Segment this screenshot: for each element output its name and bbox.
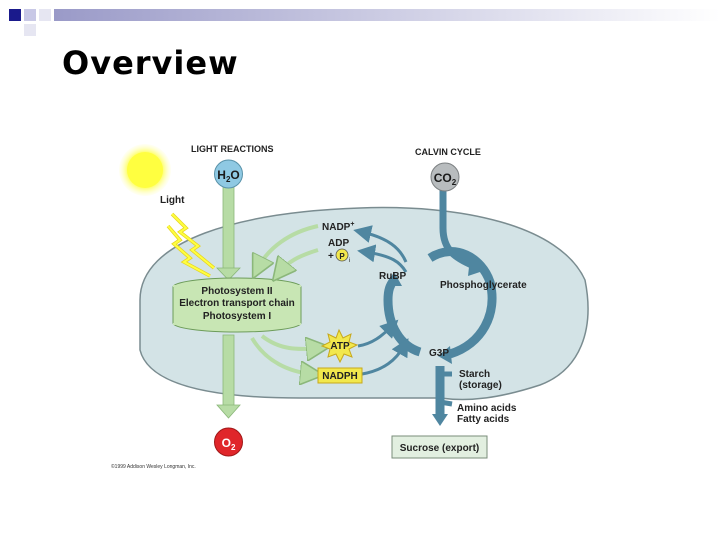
- nadp-label: NADP+: [322, 221, 354, 233]
- fatty-acids-label: Fatty acids: [457, 414, 510, 425]
- sucrose-label: Sucrose (export): [400, 443, 479, 454]
- phosphoglycerate-label: Phosphoglycerate: [440, 280, 527, 291]
- oxygen-molecule-icon: [214, 427, 243, 457]
- svg-text:H2O: H2O: [217, 168, 239, 184]
- rubp-label: RuBP: [379, 271, 407, 282]
- thylakoid-stack: [172, 277, 302, 333]
- g3p-to-adp-arrow: [357, 244, 408, 273]
- electron-transport-chain-label: Electron transport chain: [179, 298, 295, 309]
- water-molecule-icon: [214, 159, 243, 189]
- starch-label: Starch: [459, 369, 490, 380]
- co2-molecule-icon: [430, 162, 460, 192]
- nadph-box: [317, 367, 363, 384]
- amino-acids-label: Amino acids: [457, 403, 517, 414]
- page-title: Overview: [62, 44, 239, 82]
- g3p-label: G3P: [429, 348, 449, 359]
- light-reactions-heading: LIGHT REACTIONS: [191, 144, 274, 154]
- svg-text:P: P: [339, 252, 345, 261]
- nadph-to-cycle-arrow: [361, 338, 409, 376]
- corner-square-4: [24, 24, 36, 36]
- rubp-to-nadp-arrow: [353, 225, 408, 263]
- oxygen-flow-arrow: [222, 334, 235, 408]
- sucrose-box: [391, 435, 488, 459]
- copyright-notice: ©1999 Addison Wesley Longman, Inc.: [111, 463, 196, 470]
- photosystem-ii-label: Photosystem II: [201, 286, 272, 297]
- corner-square-1: [9, 9, 21, 21]
- corner-square-2: [24, 9, 36, 21]
- phosphate-icon: [335, 248, 349, 262]
- header-bar: [54, 9, 720, 21]
- nadph-output-arrow: [250, 336, 312, 374]
- adp-return-arrow: [280, 248, 319, 272]
- atp-label: ATP: [330, 341, 350, 352]
- calvin-cycle-heading: CALVIN CYCLE: [415, 147, 481, 157]
- nadph-label: NADPH: [322, 371, 358, 382]
- light-label: Light: [160, 195, 185, 206]
- atp-output-arrow: [260, 334, 318, 349]
- atp-to-cycle-arrow: [357, 319, 399, 348]
- calvin-cycle-arrow: [427, 247, 497, 359]
- adp-label: ADP: [328, 238, 349, 249]
- photosystem-i-label: Photosystem I: [203, 311, 272, 322]
- starch-storage-label: (storage): [459, 380, 502, 391]
- svg-text:i: i: [349, 258, 350, 264]
- atp-burst-icon: [320, 328, 359, 364]
- svg-text:CO2: CO2: [434, 171, 457, 187]
- water-flow-arrow: [222, 185, 235, 271]
- svg-text:O2: O2: [222, 436, 236, 452]
- plus-sign: +: [328, 251, 334, 262]
- corner-square-3: [39, 9, 51, 21]
- nadp-return-arrow: [258, 224, 319, 268]
